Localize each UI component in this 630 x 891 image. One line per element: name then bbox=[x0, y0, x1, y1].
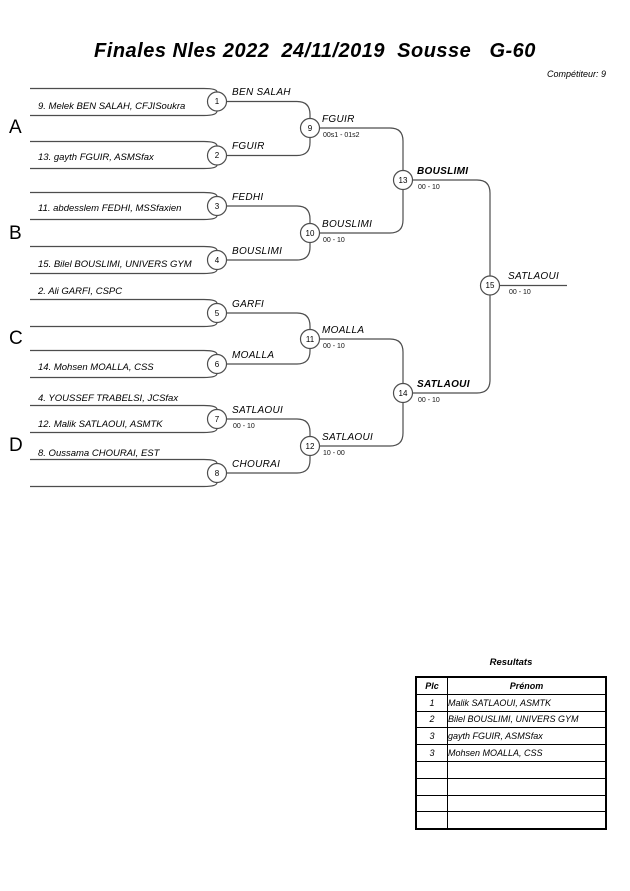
match-number: 8 bbox=[214, 468, 220, 478]
result-name bbox=[447, 811, 607, 830]
table-row: 2 Bilel BOUSLIMI, UNIVERS GYM bbox=[415, 710, 607, 729]
match-number: 3 bbox=[214, 201, 220, 211]
table-row bbox=[415, 760, 607, 779]
winner-label: BOUSLIMI bbox=[417, 165, 469, 177]
match-number: 7 bbox=[214, 414, 220, 424]
result-name bbox=[447, 794, 607, 813]
player-name: 13. gayth FGUIR, ASMSfax bbox=[38, 152, 154, 163]
match-number: 15 bbox=[485, 281, 495, 290]
section-label-c: C bbox=[9, 328, 23, 349]
result-place: 2 bbox=[415, 710, 448, 729]
player-name: 4. YOUSSEF TRABELSI, JCSfax bbox=[38, 393, 179, 404]
winner-label: MOALLA bbox=[322, 324, 365, 336]
winner-label: SATLAOUI bbox=[417, 378, 470, 390]
winner-label: BOUSLIMI bbox=[232, 245, 283, 257]
result-place bbox=[415, 760, 448, 779]
table-row bbox=[415, 794, 607, 813]
winner-label: BEN SALAH bbox=[232, 87, 291, 98]
winner-label: CHOURAI bbox=[232, 458, 281, 470]
match-number: 6 bbox=[214, 359, 220, 369]
result-name bbox=[447, 777, 607, 796]
player-name: 2. Ali GARFI, CSPC bbox=[38, 286, 123, 297]
result-place: 3 bbox=[415, 727, 448, 746]
winner-label: SATLAOUI bbox=[322, 431, 374, 443]
competitor-count: Compétiteur: 9 bbox=[546, 69, 606, 79]
match-score: 00 - 10 bbox=[509, 289, 531, 296]
match-number: 14 bbox=[398, 388, 408, 398]
results-title: Resultats bbox=[489, 657, 533, 668]
section-label-d: D bbox=[9, 435, 23, 456]
result-name: Malik SATLAOUI, ASMTK bbox=[447, 693, 607, 712]
result-place bbox=[415, 811, 448, 830]
table-row bbox=[415, 811, 607, 830]
result-name: Bilel BOUSLIMI, UNIVERS GYM bbox=[447, 710, 607, 729]
match-score: 00 - 10 bbox=[418, 183, 440, 191]
winner-label: FGUIR bbox=[232, 141, 265, 152]
match-number: 12 bbox=[305, 441, 315, 451]
table-row: 3 gayth FGUIR, ASMSfax bbox=[415, 727, 607, 746]
match-number: 2 bbox=[214, 151, 220, 160]
player-name: 14. Mohsen MOALLA, CSS bbox=[38, 362, 154, 373]
winner-label: SATLAOUI bbox=[232, 404, 284, 416]
result-name: Mohsen MOALLA, CSS bbox=[447, 744, 607, 762]
match-number: 4 bbox=[214, 255, 220, 265]
match-number: 9 bbox=[307, 123, 313, 133]
player-name: 11. abdesslem FEDHI, MSSfaxien bbox=[38, 203, 182, 214]
bracket-lines bbox=[30, 87, 567, 488]
player-name: 9. Melek BEN SALAH, CFJISoukra bbox=[38, 101, 186, 112]
result-name bbox=[447, 760, 607, 779]
match-number: 11 bbox=[305, 334, 315, 344]
match-score: 00 - 10 bbox=[418, 396, 440, 404]
results-header-row: Plc Prénom bbox=[415, 676, 607, 695]
result-place bbox=[415, 777, 448, 796]
table-row: 3 Mohsen MOALLA, CSS bbox=[415, 744, 607, 762]
result-place: 1 bbox=[415, 693, 448, 712]
results-table: Plc Prénom 1 Malik SATLAOUI, ASMTK 2 Bil… bbox=[415, 676, 607, 831]
winner-label: BOUSLIMI bbox=[322, 218, 373, 230]
player-name: 15. Bilel BOUSLIMI, UNIVERS GYM bbox=[38, 259, 192, 270]
winner-label: FGUIR bbox=[322, 113, 355, 125]
winner-label: MOALLA bbox=[232, 349, 275, 361]
match-number: 13 bbox=[398, 175, 408, 185]
result-place bbox=[415, 794, 448, 813]
match-number: 5 bbox=[214, 308, 220, 318]
section-label-b: B bbox=[9, 223, 22, 244]
section-label-a: A bbox=[9, 117, 22, 138]
match-score: 00 - 10 bbox=[323, 236, 345, 244]
result-place: 3 bbox=[415, 744, 448, 762]
results-col-place: Plc bbox=[415, 676, 448, 695]
player-name: 12. Malik SATLAOUI, ASMTK bbox=[38, 419, 163, 430]
match-score: 00s1 - 01s2 bbox=[323, 131, 360, 139]
table-row: 1 Malik SATLAOUI, ASMTK bbox=[415, 693, 607, 712]
match-score: 00 - 10 bbox=[233, 422, 255, 430]
match-number: 1 bbox=[214, 97, 220, 106]
match-score: 10 - 00 bbox=[323, 449, 345, 457]
match-score: 00 - 10 bbox=[323, 342, 345, 350]
results-col-name: Prénom bbox=[447, 676, 607, 695]
champion-label: SATLAOUI bbox=[508, 271, 560, 282]
page-title: Finales Nles 2022 24/11/2019 Sousse G-60 bbox=[94, 40, 536, 62]
winner-label: GARFI bbox=[232, 298, 265, 310]
player-name: 8. Oussama CHOURAI, EST bbox=[38, 448, 160, 459]
result-name: gayth FGUIR, ASMSfax bbox=[447, 727, 607, 746]
winner-label: FEDHI bbox=[232, 191, 264, 203]
match-number: 10 bbox=[305, 228, 315, 238]
table-row bbox=[415, 777, 607, 796]
